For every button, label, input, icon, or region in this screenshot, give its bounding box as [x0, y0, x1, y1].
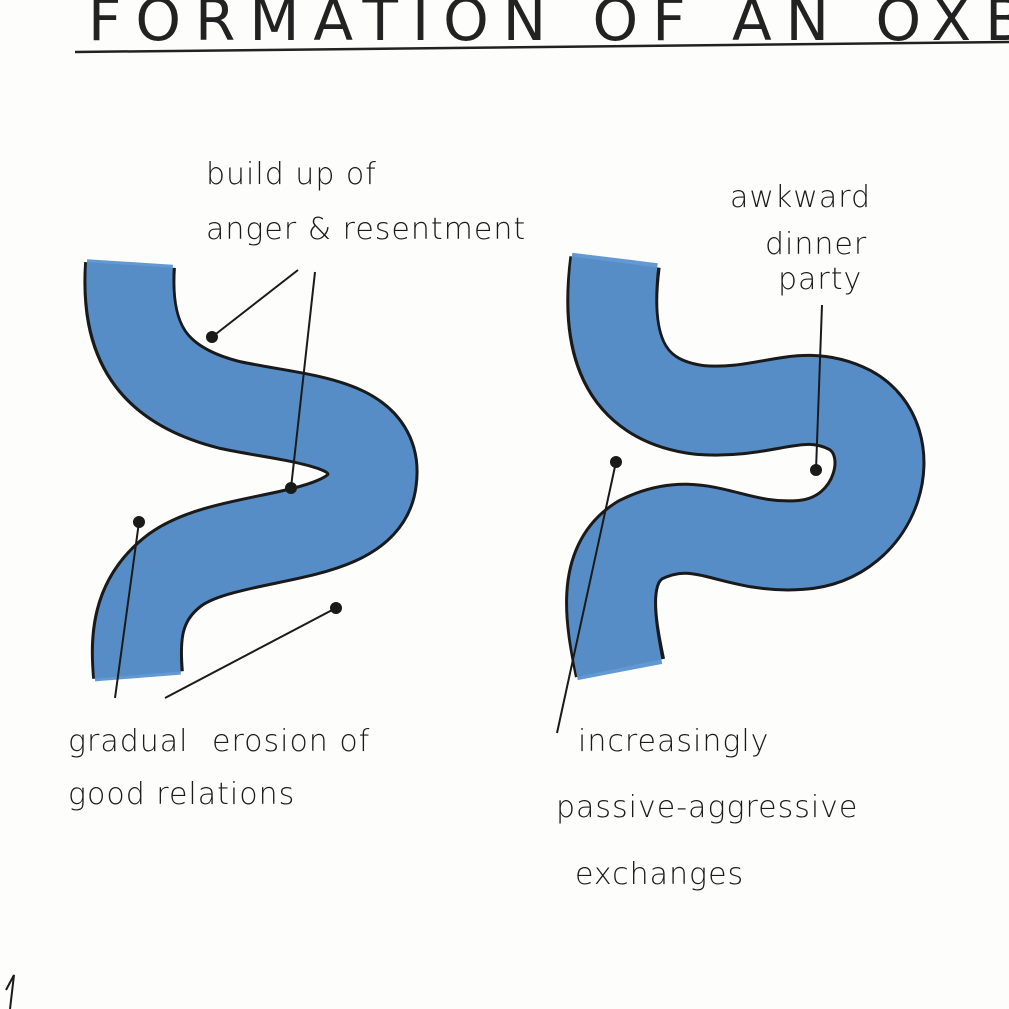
left-river — [83, 259, 419, 682]
title-underline — [74, 40, 1009, 54]
label-party: party — [778, 262, 863, 297]
label-anger-line1: build up of — [206, 157, 377, 192]
label-exchanges: exchanges — [575, 857, 745, 892]
label-good-relations: good relations — [68, 777, 296, 812]
label-dinner: dinner — [765, 227, 868, 262]
label-erosion: erosion of — [212, 724, 371, 759]
right-river — [565, 252, 926, 681]
title: FORMATION OF AN OXBOW — [88, 0, 1009, 54]
leader-lines — [5, 269, 823, 1009]
label-passive-aggressive: passive-aggressive — [556, 790, 859, 825]
label-increasingly: increasingly — [578, 724, 770, 759]
label-gradual: gradual — [68, 724, 189, 759]
label-awkward: awkward — [730, 180, 872, 215]
label-anger-line2: anger & resentment — [206, 212, 527, 247]
